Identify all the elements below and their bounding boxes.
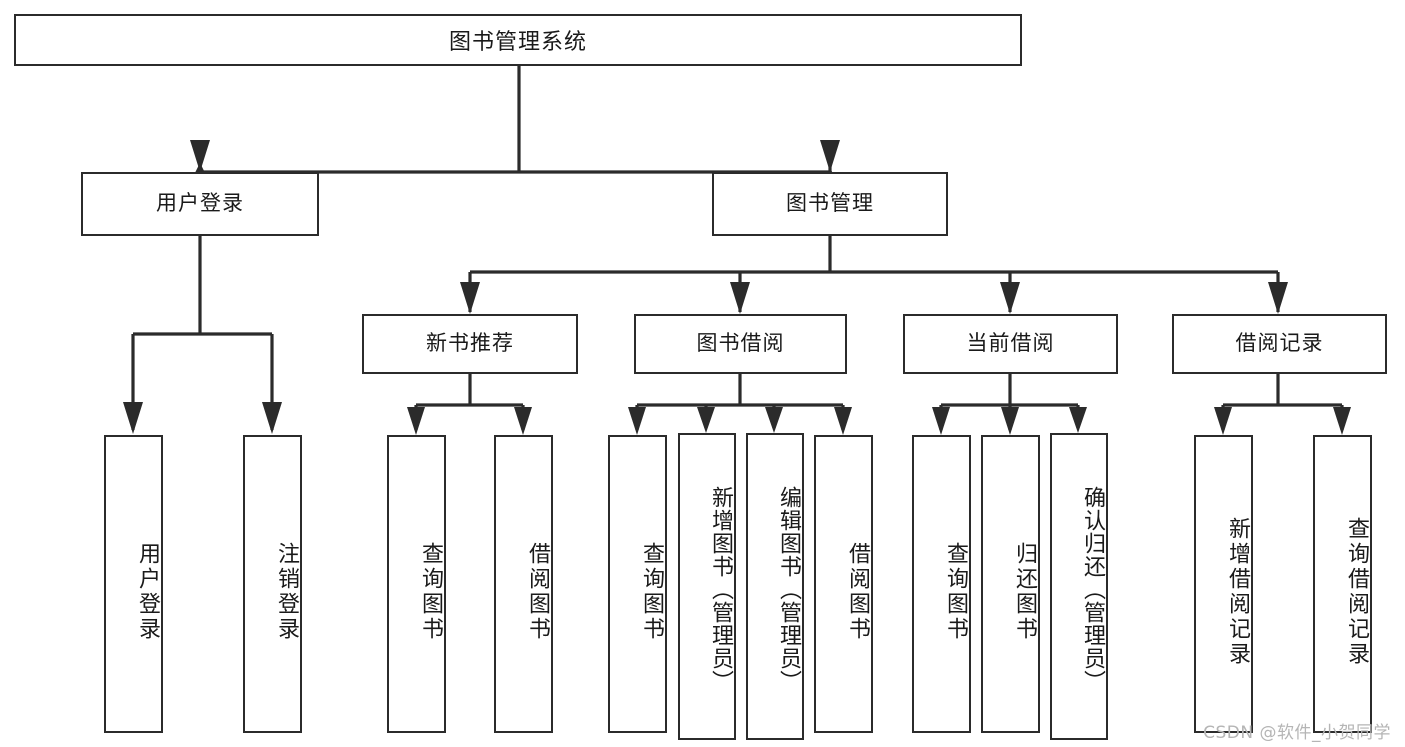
- node-leaf-query-book-1[interactable]: 查询图书: [387, 435, 446, 733]
- node-leaf-query-book-3[interactable]: 查询图书: [912, 435, 971, 733]
- node-user-login-label: 用户登录: [156, 191, 244, 216]
- node-leaf-return-book-label: 归还图书: [1012, 542, 1037, 642]
- node-leaf-query-book-2-label: 查询图书: [639, 542, 664, 642]
- node-borrow-record-label: 借阅记录: [1235, 331, 1324, 356]
- node-leaf-add-book[interactable]: 新增图书（管理员）: [678, 433, 736, 740]
- node-book-borrow[interactable]: 图书借阅: [634, 314, 847, 374]
- node-leaf-logout[interactable]: 注销登录: [243, 435, 302, 733]
- node-leaf-logout-label: 注销登录: [274, 542, 299, 642]
- node-leaf-return-book[interactable]: 归还图书: [981, 435, 1040, 733]
- node-book-manage[interactable]: 图书管理: [712, 172, 948, 236]
- node-current-borrow-label: 当前借阅: [966, 331, 1055, 356]
- node-user-login[interactable]: 用户登录: [81, 172, 319, 236]
- node-leaf-edit-book[interactable]: 编辑图书（管理员）: [746, 433, 804, 740]
- node-leaf-confirm-return[interactable]: 确认归还（管理员）: [1050, 433, 1108, 740]
- node-leaf-add-book-label: 新增图书（管理员）: [708, 486, 733, 693]
- node-leaf-query-book-3-label: 查询图书: [943, 542, 968, 642]
- node-leaf-add-record-label: 新增借阅记录: [1225, 517, 1250, 667]
- node-leaf-borrow-book-1-label: 借阅图书: [525, 542, 550, 642]
- watermark: CSDN @软件_小贺同学: [1203, 723, 1391, 743]
- node-leaf-user-login[interactable]: 用户登录: [104, 435, 163, 733]
- node-book-manage-label: 图书管理: [786, 191, 874, 216]
- node-root[interactable]: 图书管理系统: [14, 14, 1022, 66]
- node-leaf-query-record-label: 查询借阅记录: [1344, 517, 1369, 667]
- node-new-book-recommend-label: 新书推荐: [426, 331, 514, 356]
- node-leaf-user-login-label: 用户登录: [135, 542, 160, 642]
- node-leaf-query-book-2[interactable]: 查询图书: [608, 435, 667, 733]
- node-leaf-query-book-1-label: 查询图书: [418, 542, 443, 642]
- node-borrow-record[interactable]: 借阅记录: [1172, 314, 1387, 374]
- node-leaf-edit-book-label: 编辑图书（管理员）: [776, 486, 801, 693]
- node-current-borrow[interactable]: 当前借阅: [903, 314, 1118, 374]
- node-leaf-query-record[interactable]: 查询借阅记录: [1313, 435, 1372, 733]
- node-leaf-borrow-book-2-label: 借阅图书: [845, 542, 870, 642]
- node-leaf-confirm-return-label: 确认归还（管理员）: [1080, 486, 1105, 693]
- node-root-label: 图书管理系统: [448, 30, 587, 55]
- node-book-borrow-label: 图书借阅: [696, 331, 785, 356]
- node-new-book-recommend[interactable]: 新书推荐: [362, 314, 578, 374]
- node-leaf-borrow-book-1[interactable]: 借阅图书: [494, 435, 553, 733]
- node-leaf-add-record[interactable]: 新增借阅记录: [1194, 435, 1253, 733]
- node-leaf-borrow-book-2[interactable]: 借阅图书: [814, 435, 873, 733]
